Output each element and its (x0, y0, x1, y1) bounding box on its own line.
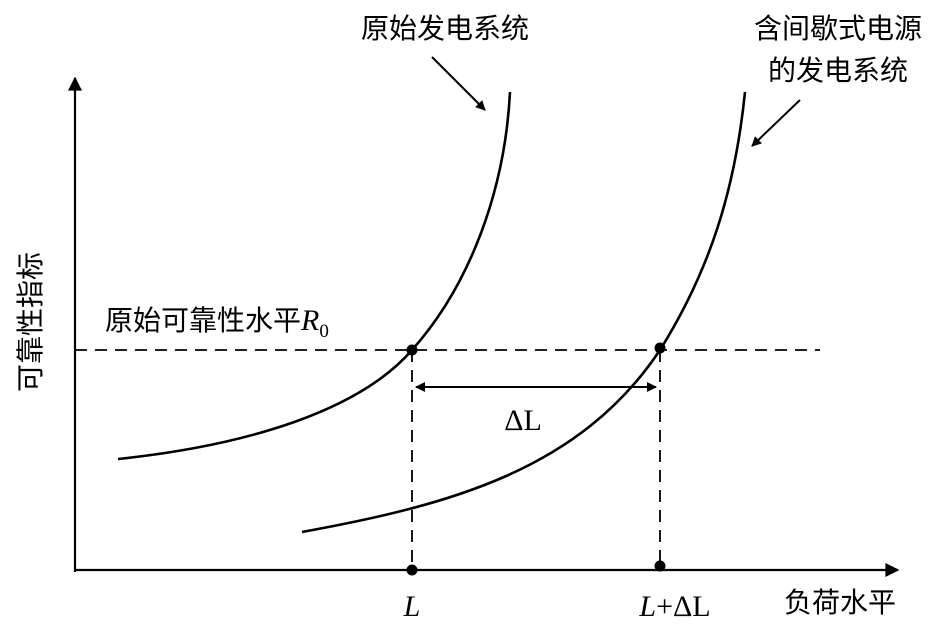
curve-intermittent-system (301, 91, 747, 534)
pointer-arrow-original (431, 56, 486, 111)
label-curve-original: 原始发电系统 (361, 12, 529, 45)
label-curve-intermittent-line2: 的发电系统 (768, 54, 908, 87)
label-curve-intermittent-line1: 含间歇式电源 (754, 12, 922, 45)
x-axis-label: 负荷水平 (784, 586, 896, 619)
y-axis-label: 可靠性指标 (14, 252, 47, 392)
pointer-arrow-intermittent (751, 99, 801, 147)
tick-dot-l (406, 564, 418, 576)
intersection-dot-original (406, 344, 418, 356)
label-reliability-level: 原始可靠性水平R0 (105, 304, 329, 342)
tick-label-l: L (403, 590, 421, 623)
label-delta-l: ΔL (504, 404, 542, 437)
tick-dot-l-plus-delta (654, 560, 666, 572)
curve-original-system (117, 91, 512, 461)
intersection-dot-intermittent (654, 342, 666, 354)
tick-label-l-plus-delta: L+ΔL (638, 590, 710, 623)
